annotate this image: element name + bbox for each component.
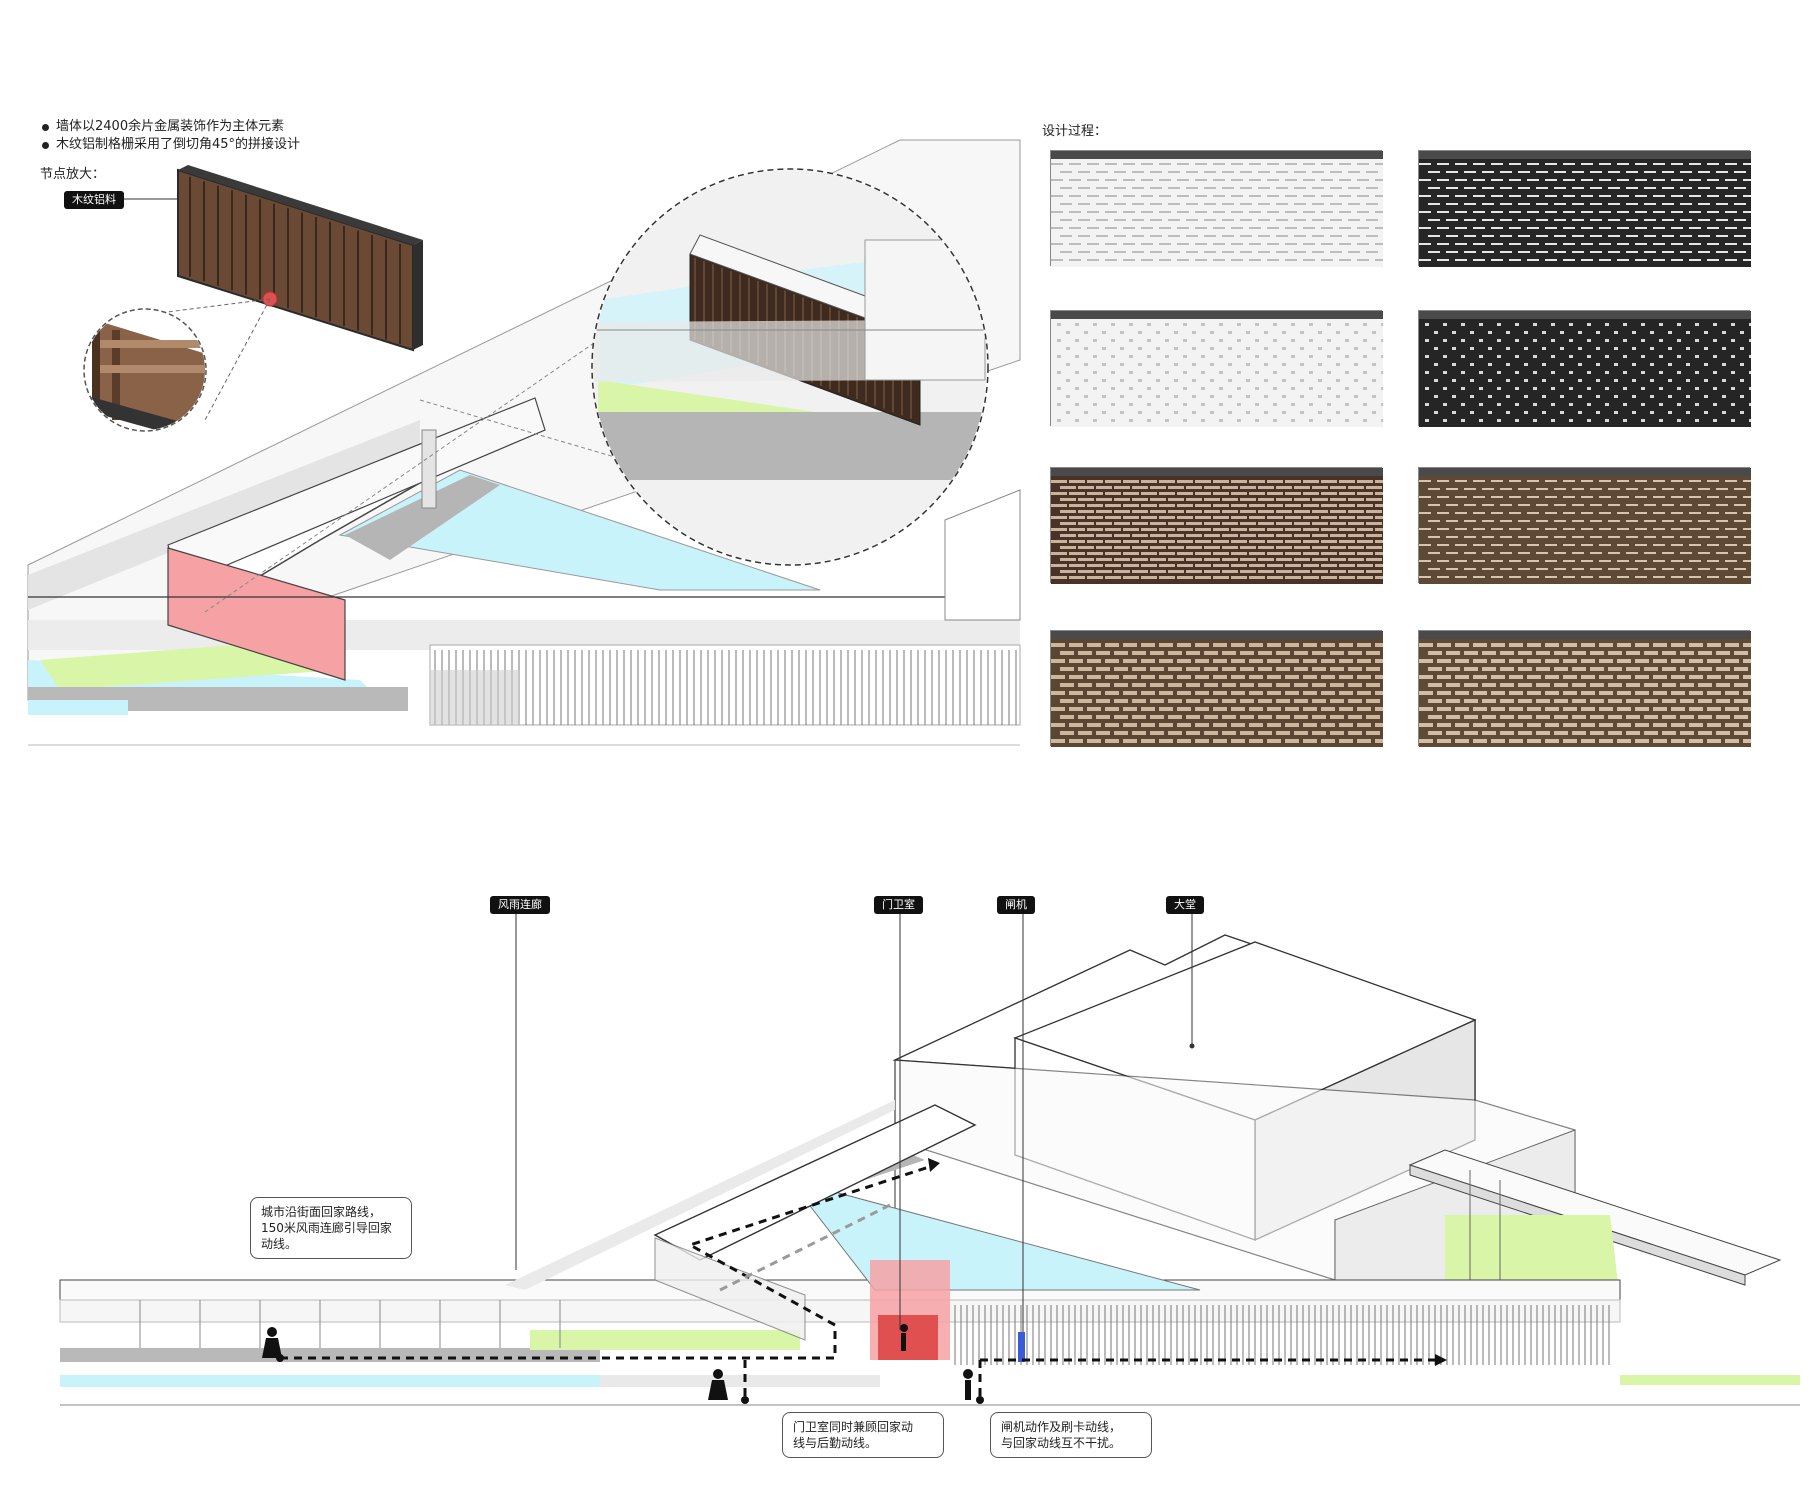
home-route	[280, 1163, 1435, 1400]
callout-guard-line-2: 线与后勤动线。	[793, 1436, 878, 1450]
callout-gate: 闸机动作及刷卡动线， 与回家动线互不干扰。	[990, 1412, 1152, 1458]
drive-canopy	[1408, 1149, 1782, 1300]
entrance-axonometric-flow	[59, 912, 1800, 1406]
material-swatch-2	[1418, 150, 1755, 267]
material-swatch-6	[1418, 467, 1755, 584]
material-swatch-5	[1050, 467, 1391, 584]
joint-detail-circle	[83, 298, 271, 432]
wall-detail-axonometric	[27, 139, 1021, 746]
node-enlarge-label: 节点放大：	[40, 167, 106, 182]
tag-guardhouse: 门卫室	[874, 896, 923, 914]
material-swatch-8	[1418, 630, 1757, 747]
design-process-label: 设计过程：	[1042, 124, 1108, 139]
tag-corridor: 风雨连廊	[490, 896, 550, 914]
callout-guardhouse: 门卫室同时兼顾回家动 线与后勤动线。	[782, 1412, 944, 1458]
route-arrow	[1435, 1354, 1447, 1366]
label-leaders	[515, 912, 1195, 1332]
callout-street-line-2: 150米风雨连廊引导回家动线。	[261, 1221, 392, 1251]
material-swatch-7	[1050, 630, 1389, 747]
callout-guard-line-1: 门卫室同时兼顾回家动	[793, 1420, 914, 1434]
material-swatch-4	[1418, 310, 1753, 427]
material-swatch-1	[1050, 150, 1387, 267]
corner-detail-circle	[591, 168, 989, 566]
bullet-1: 墙体以2400余片金属装饰作为主体元素	[40, 118, 300, 136]
material-swatch-3	[1050, 310, 1385, 427]
callout-gate-line-1: 闸机动作及刷卡动线，	[1001, 1420, 1122, 1434]
callout-street-route: 城市沿街面回家路线， 150米风雨连廊引导回家动线。	[250, 1197, 412, 1259]
wood-wall-panel	[177, 165, 423, 352]
gate-canopy	[653, 1104, 1610, 1365]
wood-grille-tag: 木纹铝料	[64, 191, 124, 209]
callout-street-line-1: 城市沿街面回家路线，	[261, 1205, 382, 1219]
tag-gate: 闸机	[997, 896, 1035, 914]
feature-bullets: 墙体以2400余片金属装饰作为主体元素 木纹铝制格栅采用了倒切角45°的拼接设计	[40, 118, 300, 154]
pedestrian-icons	[262, 1324, 973, 1400]
bullet-2: 木纹铝制格栅采用了倒切角45°的拼接设计	[40, 136, 300, 154]
street-corridor	[59, 1100, 1800, 1406]
route-arrow-2	[928, 1158, 940, 1172]
callout-gate-line-2: 与回家动线互不干扰。	[1001, 1436, 1122, 1450]
lobby-building	[892, 934, 1576, 1281]
tag-lobby: 大堂	[1166, 896, 1204, 914]
path-nodes	[276, 1354, 984, 1404]
